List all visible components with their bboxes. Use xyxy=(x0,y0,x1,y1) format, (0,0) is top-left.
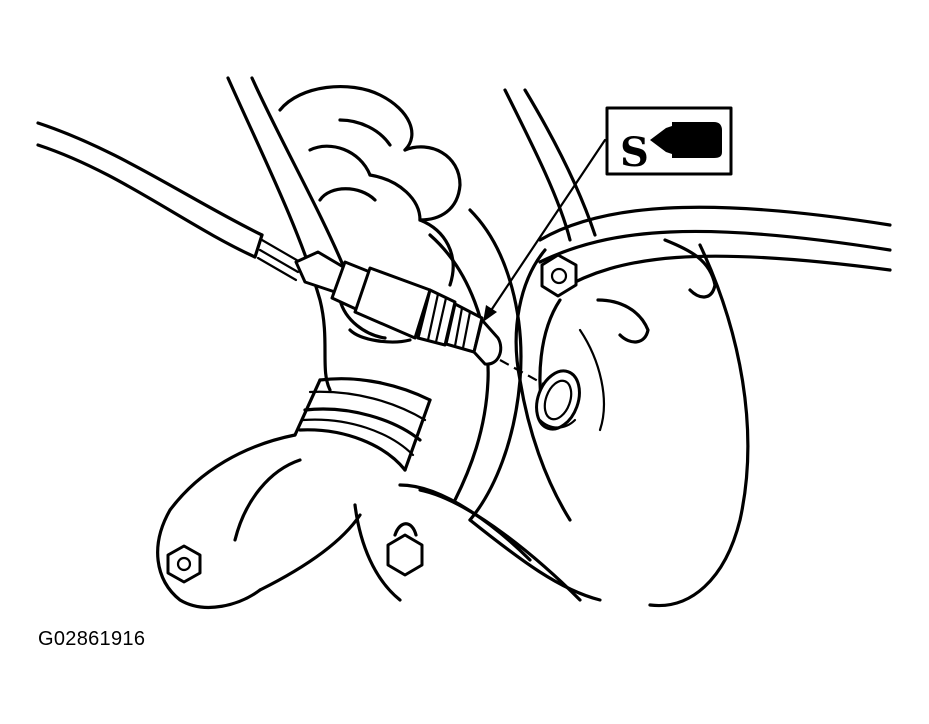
hex-nut-upper xyxy=(540,253,578,298)
sealant-tube-icon xyxy=(650,122,722,158)
leader-arrow xyxy=(483,138,607,322)
hex-bolt-lower xyxy=(386,522,424,577)
exhaust-pipe-flange xyxy=(156,377,432,609)
sealant-symbol-box: S xyxy=(605,106,733,176)
hand-illustration xyxy=(278,84,462,344)
sensor-cable xyxy=(36,121,302,282)
oxygen-sensor xyxy=(294,250,503,366)
sealant-letter: S xyxy=(620,129,649,176)
figure-id-label: G02861916 xyxy=(38,628,146,650)
hex-nut-left xyxy=(166,544,202,584)
exhaust-manifold-housing xyxy=(226,76,892,608)
sensor-port xyxy=(535,369,581,431)
